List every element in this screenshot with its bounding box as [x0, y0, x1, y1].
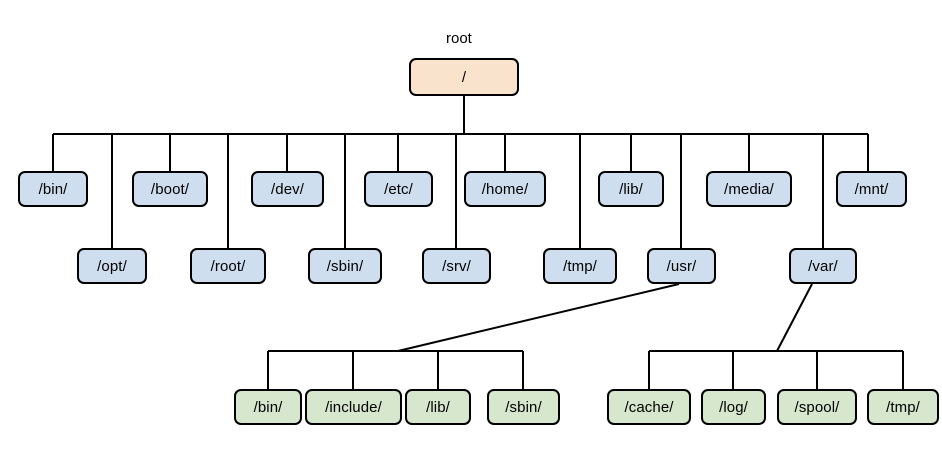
node-root[interactable]: /root/: [190, 248, 266, 284]
node-boot[interactable]: /boot/: [132, 171, 208, 207]
node-label: /etc/: [384, 180, 413, 198]
node-label: /lib/: [426, 398, 450, 416]
var-diagonal-edge: [776, 283, 813, 352]
node-lib[interactable]: /lib/: [598, 171, 664, 207]
node-label: /opt/: [97, 257, 127, 275]
node-etc[interactable]: /etc/: [364, 171, 433, 207]
root-caption: root: [446, 30, 472, 47]
node-label: /var/: [808, 257, 838, 275]
node-label: /sbin/: [505, 398, 542, 416]
node-label: /bin/: [253, 398, 283, 416]
node-bin[interactable]: /bin/: [234, 389, 302, 425]
node-label: /mnt/: [854, 180, 889, 198]
node-label: /tmp/: [563, 257, 597, 275]
node-label: /bin/: [38, 180, 68, 198]
node-cache[interactable]: /cache/: [607, 389, 691, 425]
node-home[interactable]: /home/: [464, 171, 546, 207]
node-label: /boot/: [150, 180, 190, 198]
node-label: /tmp/: [886, 398, 920, 416]
node-dev[interactable]: /dev/: [251, 171, 324, 207]
node-log[interactable]: /log/: [701, 389, 766, 425]
node-bin[interactable]: /bin/: [18, 171, 88, 207]
node-label: /lib/: [619, 180, 643, 198]
node-tmp[interactable]: /tmp/: [867, 389, 939, 425]
node-label: /srv/: [442, 257, 471, 275]
usr-diagonal-edge: [397, 283, 680, 352]
node-label: /root/: [210, 257, 246, 275]
node-var[interactable]: /var/: [789, 248, 857, 284]
node-sbin[interactable]: /sbin/: [308, 248, 382, 284]
node-mnt[interactable]: /mnt/: [836, 171, 907, 207]
node-opt[interactable]: /opt/: [77, 248, 147, 284]
node-label: /usr/: [666, 257, 697, 275]
node-label: /dev/: [270, 180, 305, 198]
node-label: /spool/: [794, 398, 840, 416]
node-label: /cache/: [624, 398, 674, 416]
node-srv[interactable]: /srv/: [422, 248, 491, 284]
node-label: /: [461, 68, 467, 86]
node-[interactable]: /: [409, 58, 519, 96]
node-spool[interactable]: /spool/: [777, 389, 857, 425]
node-label: /sbin/: [326, 257, 364, 275]
node-media[interactable]: /media/: [706, 171, 792, 207]
node-label: /log/: [719, 398, 748, 416]
node-label: /include/: [325, 398, 382, 416]
node-usr[interactable]: /usr/: [647, 248, 716, 284]
node-include[interactable]: /include/: [305, 389, 402, 425]
node-lib[interactable]: /lib/: [405, 389, 471, 425]
node-tmp[interactable]: /tmp/: [543, 248, 617, 284]
node-label: /home/: [481, 180, 529, 198]
node-sbin[interactable]: /sbin/: [487, 389, 560, 425]
node-label: /media/: [724, 180, 774, 198]
